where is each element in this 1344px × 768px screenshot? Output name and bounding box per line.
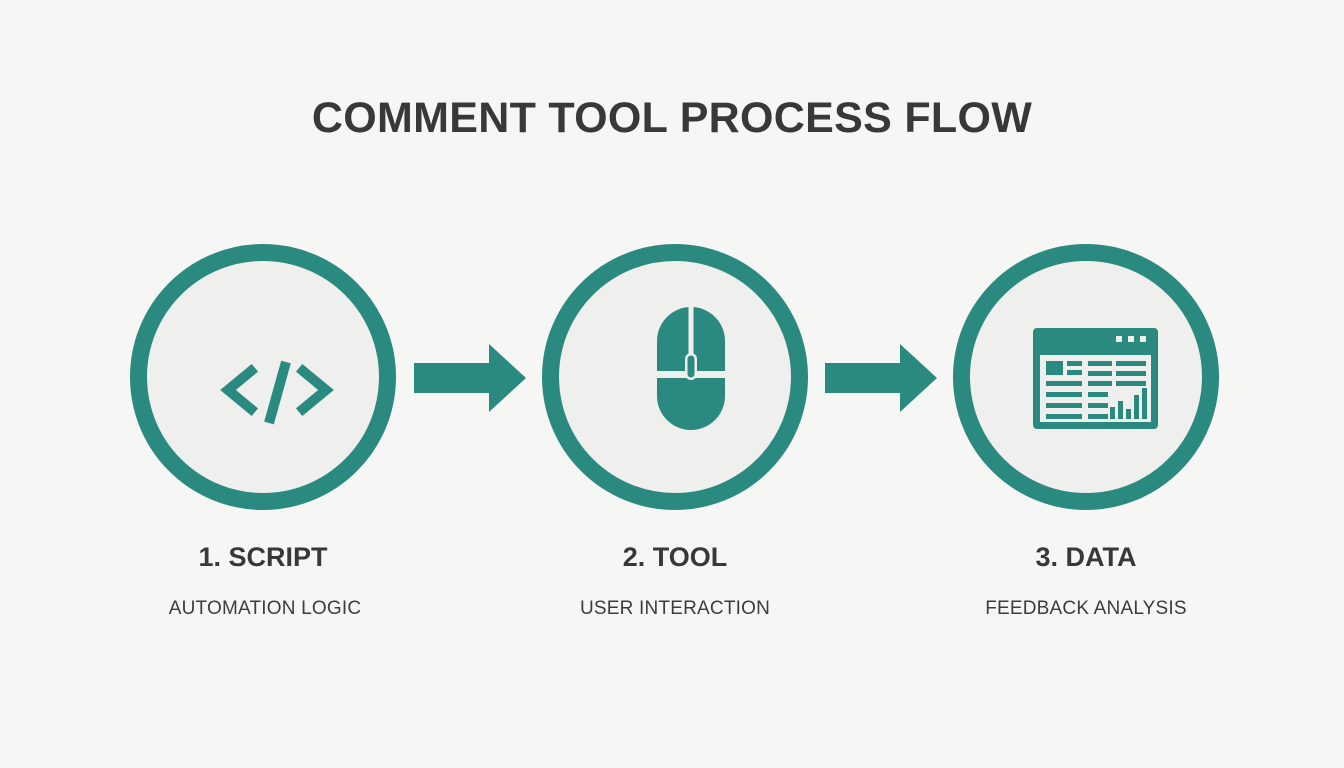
diagram-title: COMMENT TOOL PROCESS FLOW: [311, 94, 1033, 142]
code-icon: [220, 360, 334, 425]
arrow-right-icon: [825, 344, 937, 412]
step-description-script: AUTOMATION LOGIC: [168, 598, 362, 619]
arrow-right-icon: [414, 344, 526, 412]
dashboard-icon: [1033, 328, 1158, 429]
step-label-data: 3. DATA: [1035, 542, 1137, 572]
step-circle-data: [953, 244, 1219, 510]
step-description-tool: USER INTERACTION: [579, 598, 771, 619]
mouse-icon: [657, 307, 725, 430]
step-label-script: 1. SCRIPT: [198, 542, 328, 572]
step-label-tool: 2. TOOL: [622, 542, 728, 572]
step-circle-script: [130, 244, 396, 510]
step-description-data: FEEDBACK ANALYSIS: [985, 598, 1187, 619]
step-circle-tool: [542, 244, 808, 510]
